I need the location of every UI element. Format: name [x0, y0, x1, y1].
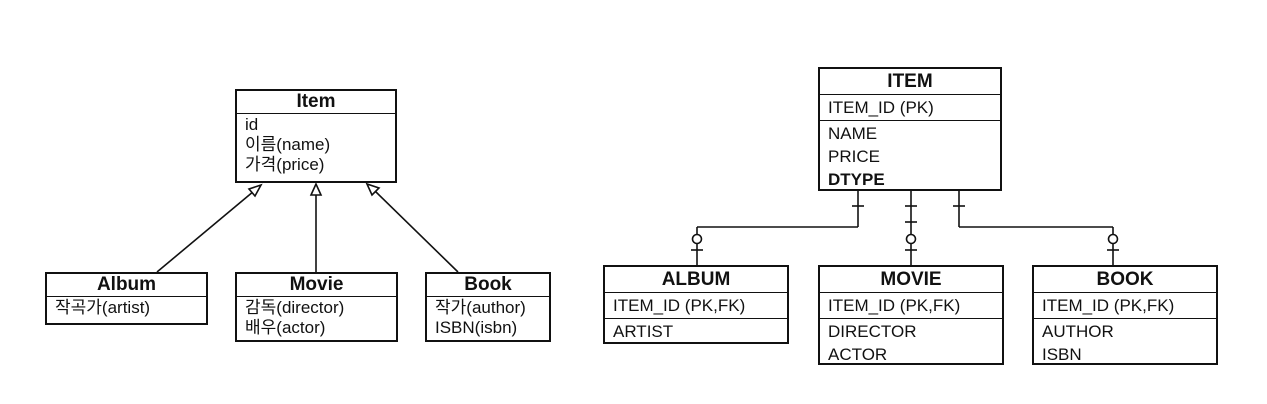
- item-table-title: ITEM: [820, 69, 1000, 95]
- album-class-fields: 작곡가(artist): [47, 297, 206, 319]
- album-zero-marker: [691, 233, 703, 245]
- movie-column-actor: ACTOR: [828, 345, 888, 364]
- movie-table-title: MOVIE: [820, 267, 1002, 293]
- album-table-title: ALBUM: [605, 267, 787, 293]
- album-inheritance-line: [156, 190, 255, 273]
- book-field-author: 작가(author): [435, 298, 526, 317]
- album-field-artist: 작곡가(artist): [55, 298, 151, 317]
- item-class-box: Item id 이름(name) 가격(price): [235, 89, 397, 183]
- album-class-box: Album 작곡가(artist): [45, 272, 208, 325]
- item-class-fields: id 이름(name) 가격(price): [237, 114, 395, 176]
- item-column-dtype: DTYPE: [828, 170, 885, 189]
- book-arrowhead: [365, 182, 381, 197]
- book-column-author: AUTHOR: [1042, 322, 1114, 341]
- erd-relationships: [691, 190, 1119, 265]
- book-table-box: BOOK ITEM_ID (PK,FK) AUTHOR ISBN: [1032, 265, 1218, 365]
- item-table-box: ITEM ITEM_ID (PK) NAME PRICE DTYPE: [818, 67, 1002, 191]
- item-column-price: PRICE: [828, 147, 880, 166]
- item-table-columns: NAME PRICE DTYPE: [820, 120, 1000, 192]
- movie-field-director: 감독(director): [245, 298, 345, 317]
- album-class-title: Album: [47, 274, 206, 297]
- item-table-pk: ITEM_ID (PK): [828, 98, 934, 117]
- movie-table-pk-section: ITEM_ID (PK,FK): [820, 293, 1002, 318]
- album-table-pk: ITEM_ID (PK,FK): [613, 296, 746, 315]
- item-field-id: id: [245, 115, 259, 134]
- book-inheritance-line: [374, 190, 459, 273]
- item-column-name: NAME: [828, 124, 878, 143]
- album-table-pk-section: ITEM_ID (PK,FK): [605, 293, 787, 318]
- book-table-pk-section: ITEM_ID (PK,FK): [1034, 293, 1216, 318]
- book-zero-marker: [1107, 233, 1119, 245]
- movie-arrowhead: [309, 182, 323, 196]
- item-class-title: Item: [237, 91, 395, 114]
- book-field-isbn: ISBN(isbn): [435, 318, 518, 337]
- book-table-columns: AUTHOR ISBN: [1034, 318, 1216, 367]
- book-class-box: Book 작가(author) ISBN(isbn): [425, 272, 551, 342]
- book-column-isbn: ISBN: [1042, 345, 1082, 364]
- movie-column-director: DIRECTOR: [828, 322, 917, 341]
- item-field-name: 이름(name): [245, 135, 331, 154]
- inheritance-arrows: [156, 182, 459, 273]
- movie-zero-marker: [905, 233, 917, 245]
- album-table-box: ALBUM ITEM_ID (PK,FK) ARTIST: [603, 265, 789, 344]
- book-class-title: Book: [427, 274, 549, 297]
- album-column-artist: ARTIST: [613, 322, 674, 341]
- book-class-fields: 작가(author) ISBN(isbn): [427, 297, 549, 339]
- movie-field-actor: 배우(actor): [245, 318, 326, 337]
- item-field-price: 가격(price): [245, 155, 325, 174]
- book-table-title: BOOK: [1034, 267, 1216, 293]
- movie-class-fields: 감독(director) 배우(actor): [237, 297, 396, 339]
- movie-table-pk: ITEM_ID (PK,FK): [828, 296, 961, 315]
- movie-class-title: Movie: [237, 274, 396, 297]
- movie-class-box: Movie 감독(director) 배우(actor): [235, 272, 398, 342]
- movie-table-columns: DIRECTOR ACTOR: [820, 318, 1002, 367]
- movie-table-box: MOVIE ITEM_ID (PK,FK) DIRECTOR ACTOR: [818, 265, 1004, 365]
- item-table-pk-section: ITEM_ID (PK): [820, 95, 1000, 120]
- book-table-pk: ITEM_ID (PK,FK): [1042, 296, 1175, 315]
- album-table-columns: ARTIST: [605, 318, 787, 344]
- album-arrowhead: [247, 183, 263, 198]
